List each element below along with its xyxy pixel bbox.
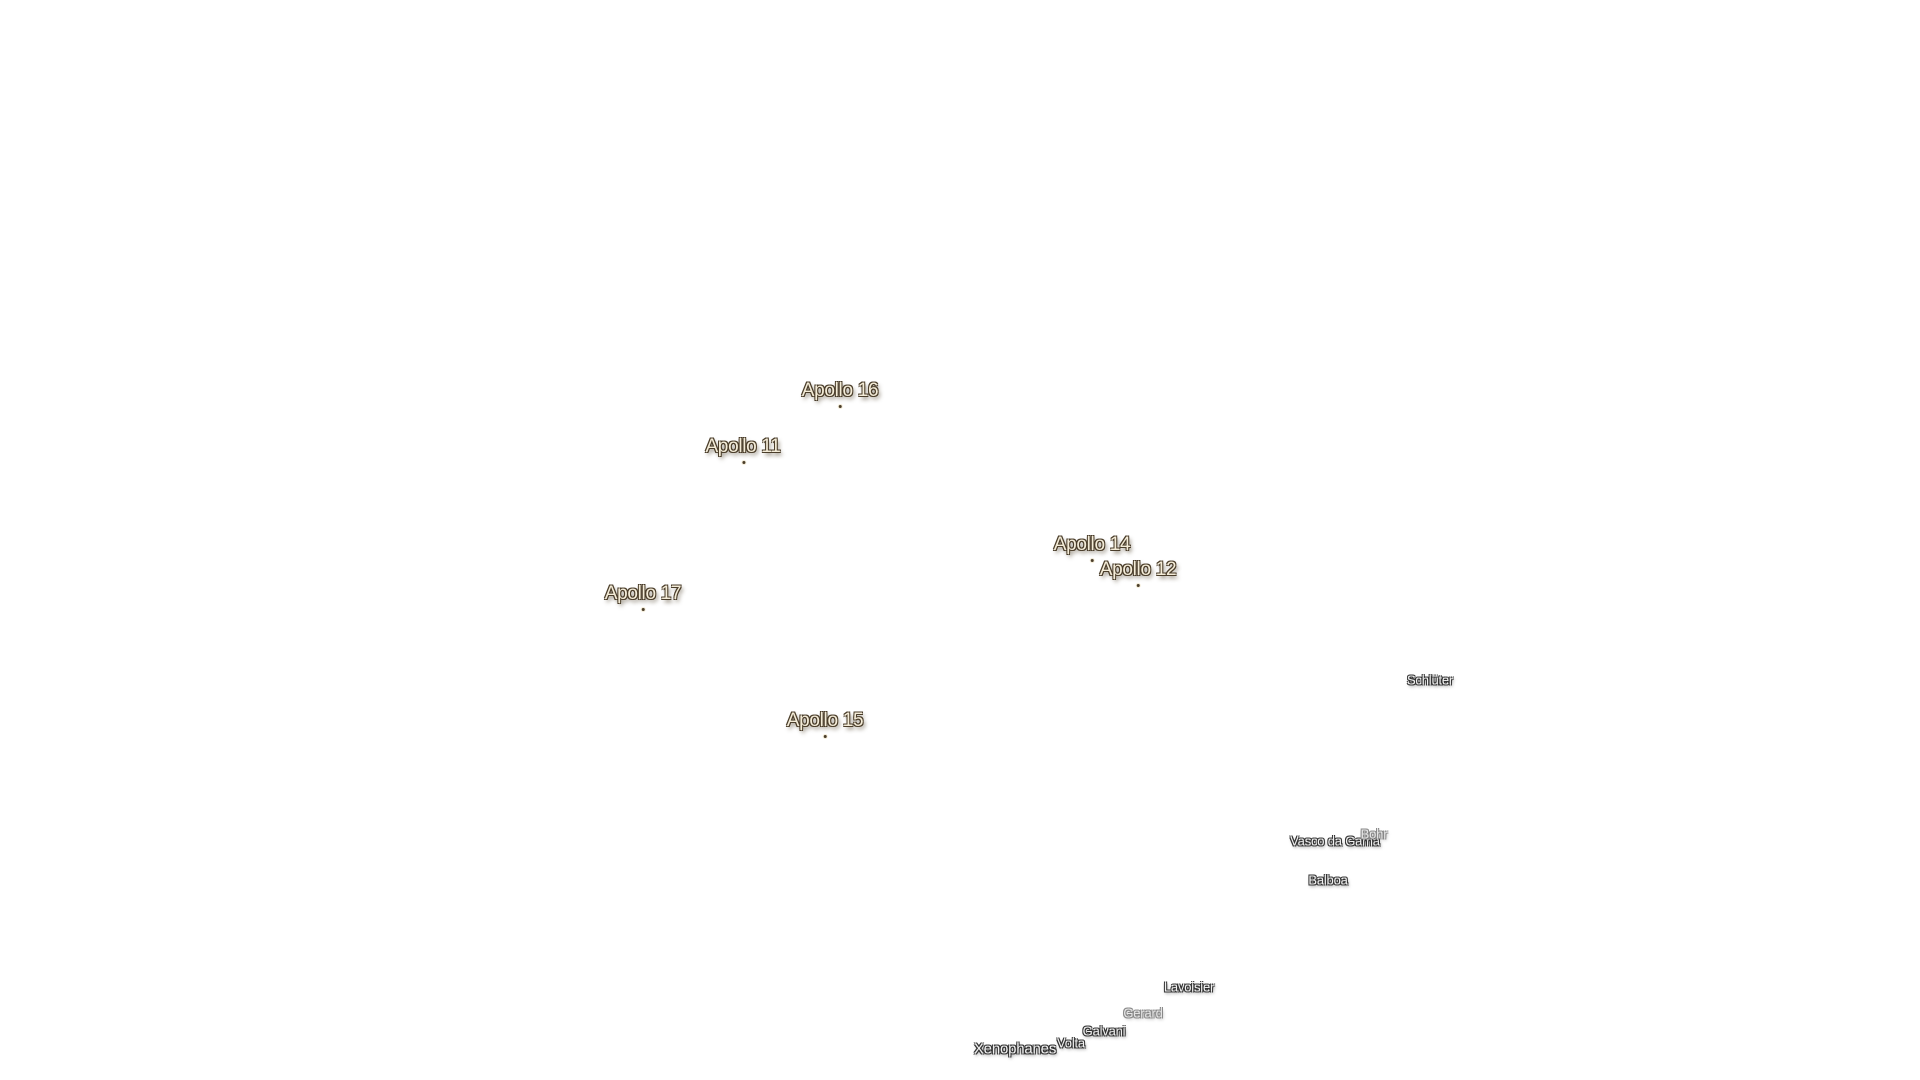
crater-label-schluter: Schlüter <box>1406 672 1454 688</box>
landing-site-label: Apollo 14 <box>1053 534 1131 555</box>
landing-marker-icon <box>824 735 827 738</box>
landing-site-apollo-17[interactable]: Apollo 17 <box>604 583 682 611</box>
landing-marker-icon <box>839 405 842 408</box>
landing-site-label: Apollo 16 <box>801 380 879 401</box>
crater-label-lavoisier: Lavoisier <box>1163 979 1215 995</box>
landing-site-apollo-16[interactable]: Apollo 16 <box>801 380 879 408</box>
landing-site-apollo-14[interactable]: Apollo 14 <box>1053 534 1131 562</box>
landing-site-label: Apollo 15 <box>786 710 864 731</box>
landing-marker-icon <box>1137 584 1140 587</box>
landing-marker-icon <box>742 461 745 464</box>
landing-marker-icon <box>642 608 645 611</box>
landing-site-apollo-11[interactable]: Apollo 11 <box>705 436 781 464</box>
crater-label-xenophanes: Xenophanes <box>973 1040 1057 1058</box>
crater-label-gerard: Gerard <box>1123 1005 1163 1021</box>
landing-site-label: Apollo 12 <box>1099 559 1177 580</box>
landing-marker-icon <box>1091 559 1094 562</box>
crater-label-galvani: Galvani <box>1082 1023 1126 1039</box>
landing-site-apollo-12[interactable]: Apollo 12 <box>1099 559 1177 587</box>
crater-label-balboa: Balboa <box>1308 872 1348 888</box>
landing-site-label: Apollo 17 <box>604 583 682 604</box>
crater-label-volta: Volta <box>1057 1035 1085 1051</box>
crater-label-vasco-da-gama: Vasco da Gama <box>1290 833 1380 849</box>
landing-site-label: Apollo 11 <box>705 436 781 457</box>
crater-label-bohr: Bohr <box>1360 826 1388 842</box>
landing-site-apollo-15[interactable]: Apollo 15 <box>786 710 864 738</box>
